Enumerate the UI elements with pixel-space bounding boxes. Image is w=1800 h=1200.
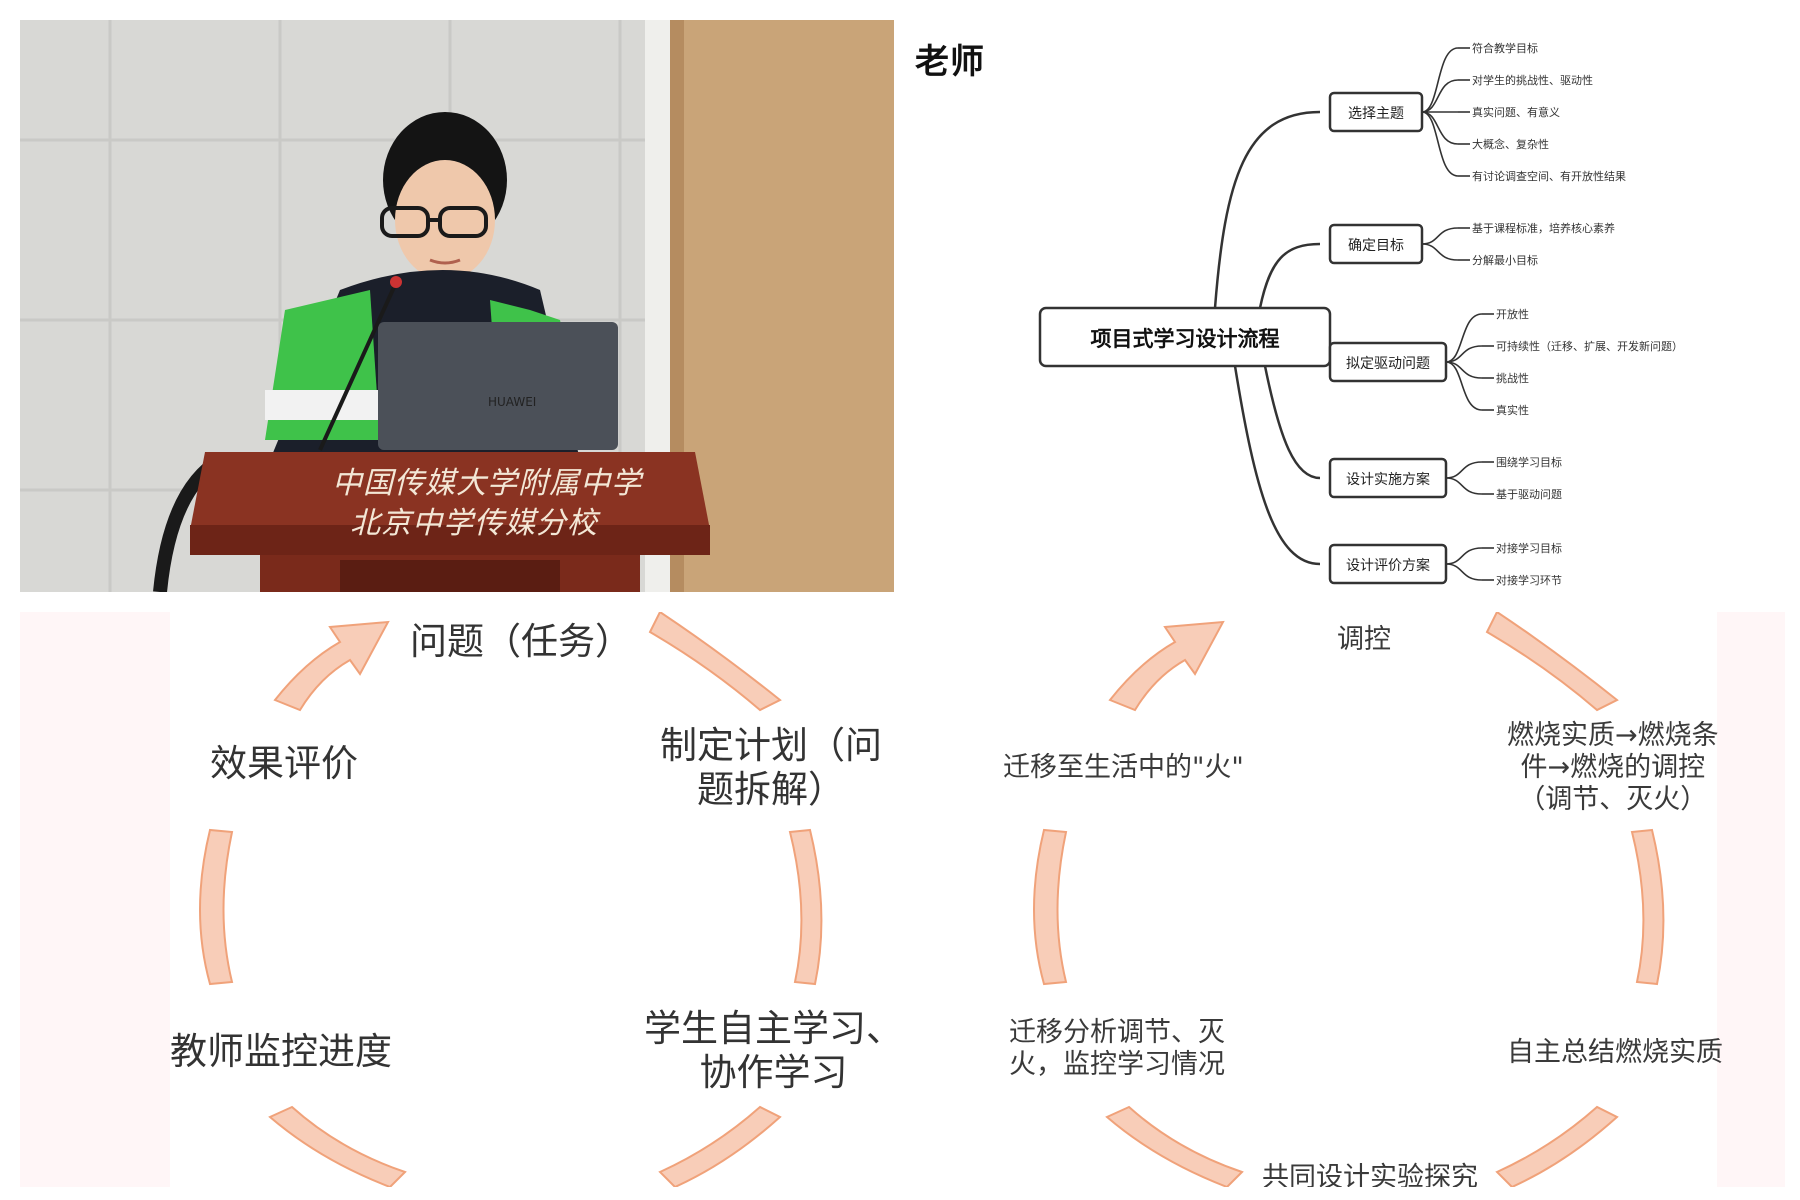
mindmap-leaf-connector: [1421, 243, 1459, 261]
mindmap-branch-label: 设计实施方案: [1346, 471, 1430, 488]
cycle-arrow-right: [1630, 828, 1665, 986]
podium-text-line1: 中国传媒大学附属中学: [332, 466, 642, 501]
mindmap-leaf-label: 对接学习环节: [1496, 573, 1562, 587]
mindmap-connector: [1258, 242, 1321, 309]
mindmap-branch-label: 拟定驱动问题: [1346, 356, 1430, 372]
mindmap-leaf-label: 基于课程标准，培养核心素养: [1472, 221, 1615, 235]
mindmap-leaf-label: 围绕学习目标: [1496, 455, 1562, 469]
mindmap-connector: [1233, 365, 1321, 566]
mindmap-leaf-connector: [1421, 111, 1459, 177]
mindmap-leaf-label: 真实问题、有意义: [1472, 105, 1560, 119]
mindmap-leaf-label: 对学生的挑战性、驱动性: [1472, 73, 1593, 87]
mindmap-owner-label: 老师: [915, 42, 985, 82]
mindmap-panel: 老师 项目式学习设计流程 选择主题 符合教学目标对学生的挑战性、驱动性真实问题、有意…: [915, 20, 1785, 592]
cycle-left-step-top-right: 制定计划（问 题拆解）: [660, 724, 882, 811]
mindmap-connector: [1213, 110, 1321, 309]
cycle-arrow-bottom-left: [1105, 1105, 1244, 1187]
mindmap-diagram: 项目式学习设计流程 选择主题 符合教学目标对学生的挑战性、驱动性真实问题、有意义大概…: [1038, 41, 1683, 587]
mindmap-leaf-connector: [1421, 47, 1459, 113]
cycle-arrows-right: [1033, 612, 1665, 1187]
mindmap-root-box: [1038, 306, 1332, 368]
mindmap-connector: [1263, 365, 1321, 480]
cycle-right-step-top: 调控: [1337, 624, 1391, 655]
cycle-arrow-bottom-right: [658, 1105, 782, 1187]
cycle-arrow-left: [1033, 828, 1068, 986]
mindmap-leaf-connector: [1445, 313, 1483, 363]
cycle-arrow-bottom-right: [1495, 1105, 1619, 1187]
mindmap-branch-label: 选择主题: [1348, 106, 1404, 122]
cycle-right-step-bottom-left: 迁移分析调节、灭 火，监控学习情况: [1009, 1017, 1225, 1080]
mindmap-leaf-connector: [1445, 361, 1483, 411]
mindmap-leaf-connector: [1421, 111, 1459, 145]
cycle-diagram-right: 调控 燃烧实质→燃烧条 件→燃烧的调控 （调节、灭火） 自主总结燃烧实质 共同设…: [917, 612, 1785, 1187]
speaker-photo: HUAWEI 中国传媒大学附属中学 北京中学传媒分校: [20, 20, 894, 592]
cycle-right-step-top-right: 燃烧实质→燃烧条 件→燃烧的调控 （调节、灭火）: [1507, 720, 1719, 815]
cycle-arrow-left: [199, 828, 234, 986]
mindmap-branch-label: 设计评价方案: [1346, 557, 1430, 574]
laptop-brand: HUAWEI: [488, 395, 536, 409]
cycle-arrow-top-left: [273, 620, 390, 712]
mindmap-leaf-label: 开放性: [1496, 307, 1529, 321]
cycle-arrow-bottom-left: [268, 1105, 407, 1187]
mindmap-leaf-connector: [1421, 79, 1459, 113]
cycle-left-step-top-left: 效果评价: [210, 742, 358, 785]
podium-text-line2: 北京中学传媒分校: [350, 506, 598, 541]
mindmap-leaf-label: 挑战性: [1496, 371, 1529, 385]
mindmap-leaf-label: 大概念、复杂性: [1472, 137, 1549, 151]
cycle-arrow-top-left: [1108, 620, 1225, 712]
cycle-right-step-top-left: 迁移至生活中的"火": [1003, 752, 1244, 783]
mindmap-leaf-connector: [1445, 563, 1483, 581]
mindmap-branch-label: 确定目标: [1348, 238, 1404, 254]
mindmap-root-label: 项目式学习设计流程: [1091, 327, 1280, 351]
cycle-diagram-left: 问题（任务） 制定计划（问 题拆解） 学生自主学习、 协作学习 教师监控进度 效…: [20, 612, 897, 1187]
mindmap-leaf-label: 真实性: [1496, 403, 1529, 417]
mindmap-leaf-label: 符合教学目标: [1472, 41, 1538, 55]
mindmap-leaf-label: 可持续性（迁移、扩展、开发新问题）: [1496, 339, 1683, 353]
cycle-arrow-top-right: [1485, 612, 1619, 712]
cycle-right-step-bottom: 共同设计实验探究: [1262, 1162, 1478, 1187]
cycle-arrow-top-right: [648, 612, 782, 712]
mindmap-leaf-label: 基于驱动问题: [1496, 488, 1562, 501]
mindmap-leaf-connector: [1421, 227, 1459, 245]
cycle-right-step-bottom-right: 自主总结燃烧实质: [1507, 1037, 1723, 1068]
mindmap-leaf-label: 有讨论调查空间、有开放性结果: [1472, 169, 1626, 183]
cycle-left-step-bottom-right: 学生自主学习、 协作学习: [644, 1007, 897, 1094]
mindmap-leaf-label: 对接学习目标: [1496, 541, 1562, 555]
cycle-arrow-right: [788, 828, 823, 986]
mindmap-leaf-connector: [1445, 477, 1483, 495]
cycle-left-step-bottom-left: 教师监控进度: [170, 1030, 392, 1073]
mindmap-leaf-connector: [1445, 547, 1483, 565]
speaker-photo-illustration: HUAWEI: [20, 20, 894, 592]
mindmap-leaf-connector: [1445, 461, 1483, 479]
mindmap-leaf-label: 分解最小目标: [1472, 253, 1538, 267]
cycle-arrows-left: [199, 612, 823, 1187]
cycle-left-step-top: 问题（任务）: [410, 620, 632, 663]
